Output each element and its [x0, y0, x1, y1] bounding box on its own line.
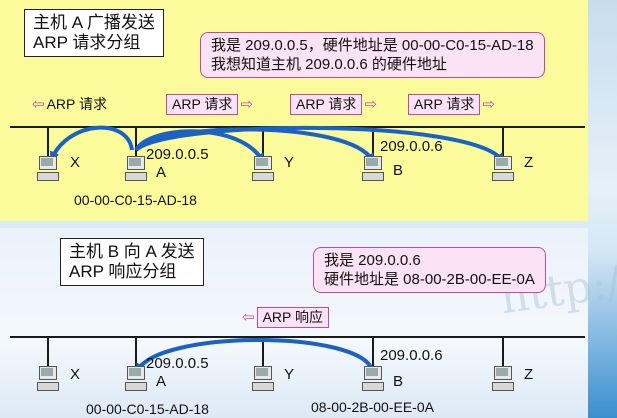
host-a-label: A — [156, 164, 167, 181]
host-x-label: X — [70, 154, 81, 171]
pc-a-bottom-icon — [125, 366, 147, 394]
arp-request-left: ⇦ARP 请求 — [32, 96, 108, 113]
mac-a-label: 00-00-C0-15-AD-18 — [74, 192, 197, 208]
host-y-label: Y — [284, 154, 295, 171]
reply-callout: 我是 209.0.0.6 硬件地址是 08-00-2B-00-EE-0A — [313, 247, 546, 293]
request-callout: 我是 209.0.0.5，硬件地址是 00-00-C0-15-AD-18 我想知… — [200, 32, 545, 78]
ip-b-label: 209.0.0.6 — [380, 138, 443, 155]
host-z-label: Z — [524, 154, 534, 171]
arp-request-right-1: ARP 请求⇨ — [166, 94, 255, 115]
pc-b-bottom-icon — [362, 366, 384, 394]
arrow-right-icon: ⇨ — [240, 96, 254, 113]
host-x-label: X — [70, 366, 81, 383]
arrow-left-icon: ⇦ — [242, 309, 255, 326]
host-y-label: Y — [284, 366, 295, 383]
host-z-label: Z — [524, 366, 534, 383]
pc-y-top-icon — [252, 156, 274, 184]
host-a-label: A — [156, 373, 167, 390]
arrow-right-icon: ⇨ — [364, 96, 378, 113]
ip-a-label: 209.0.0.5 — [146, 146, 209, 163]
arrow-to-x — [50, 125, 134, 162]
pc-z-top-icon — [492, 156, 514, 184]
pc-x-bottom-icon — [37, 366, 59, 394]
pc-a-top-icon — [125, 156, 147, 184]
mac-a-label: 00-00-C0-15-AD-18 — [86, 401, 209, 417]
mac-b-label: 08-00-2B-00-EE-0A — [311, 399, 434, 415]
arp-reply-packet: ⇦ARP 响应 — [240, 307, 330, 328]
host-b-label: B — [393, 373, 404, 390]
ip-b-label: 209.0.0.6 — [380, 347, 443, 364]
ip-a-label: 209.0.0.5 — [146, 355, 209, 372]
pc-b-top-icon — [362, 156, 384, 184]
arp-request-right-3: ARP 请求⇨ — [408, 94, 497, 115]
reply-title: 主机 B 向 A 发送 ARP 响应分组 — [60, 238, 204, 286]
arp-request-right-2: ARP 请求⇨ — [290, 94, 379, 115]
arrow-right-icon: ⇨ — [482, 96, 496, 113]
pc-x-top-icon — [37, 156, 59, 184]
arrow-reply-to-a — [136, 338, 374, 374]
pc-y-bottom-icon — [252, 366, 274, 394]
arrow-to-z — [134, 125, 505, 164]
pc-z-bottom-icon — [492, 366, 514, 394]
broadcast-title: 主机 A 广播发送 ARP 请求分组 — [24, 9, 164, 57]
host-b-label: B — [393, 162, 404, 179]
arrow-left-icon: ⇦ — [32, 96, 45, 113]
